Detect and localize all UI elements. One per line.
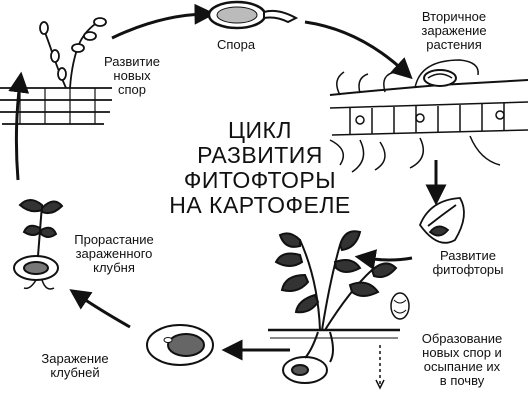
label-new-spores-shedding: Образование новых спор и осыпание их в п… [421, 331, 503, 388]
label-new-spores-development: Развитие новых спор [104, 54, 160, 97]
infected-tuber-icon [146, 324, 214, 366]
arrow-spores-to-spore [111, 3, 216, 40]
arrow-development-to-leaf [354, 249, 413, 271]
title-line-3: ФИТОФТОРЫ [183, 167, 337, 193]
leaf-tissue-icon [329, 59, 529, 173]
potato-plant-icon [268, 230, 410, 390]
title-line-2: РАЗВИТИЯ [197, 142, 323, 168]
title-line-1: ЦИКЛ [227, 117, 293, 143]
title-line-4: НА КАРТОФЕЛЕ [169, 192, 351, 218]
sporangiophore-icon [0, 17, 112, 125]
diseased-leaf-icon [418, 197, 465, 244]
label-infected-tuber-sprouting: Прорастание зараженного клубня [74, 232, 154, 275]
label-phytophthora-development: Развитие фитофторы [432, 248, 504, 277]
cycle-title: ЦИКЛ РАЗВИТИЯ ФИТОФТОРЫ НА КАРТОФЕЛЕ [160, 118, 360, 218]
cycle-arrows [8, 3, 447, 361]
arrow-sprouting-to-spores [8, 71, 30, 181]
sprouting-tuber-icon [13, 199, 64, 290]
arrow-tuber-to-sprouting [69, 289, 131, 329]
label-spore: Спора [216, 37, 256, 52]
arrow-spore-to-secondary [304, 20, 413, 80]
label-tuber-infection: Заражение клубней [41, 351, 109, 380]
label-secondary-infection: Вторичное заражение растения [421, 9, 487, 52]
spore-icon [207, 0, 299, 30]
